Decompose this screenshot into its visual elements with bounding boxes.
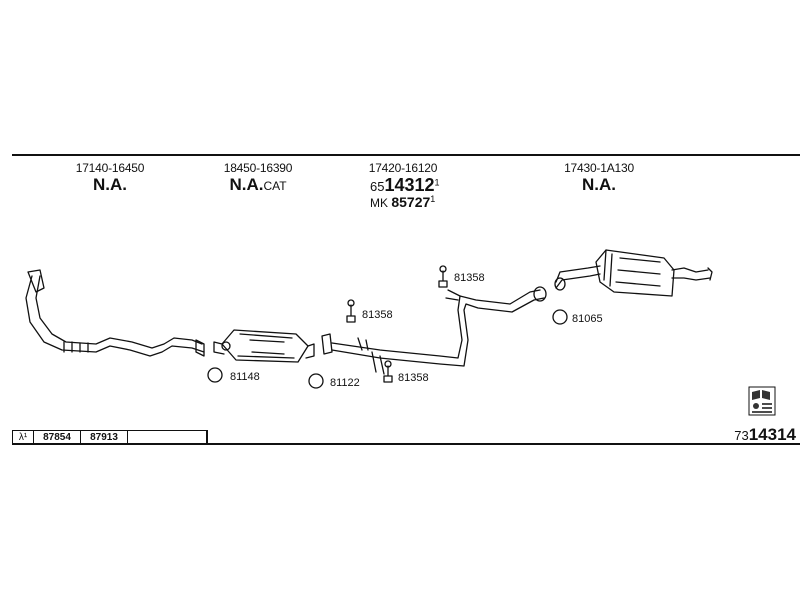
lambda-sensor-row: λ¹ 87854 87913 — [12, 430, 208, 444]
rear-silencer[interactable] — [554, 249, 713, 297]
ref-line-1-mark: 1 — [434, 177, 440, 188]
bottom-rule — [12, 443, 800, 445]
lambda-code-1[interactable]: 87854 — [34, 431, 81, 444]
ref-line-2-prefix: MK — [370, 196, 392, 210]
rubber-hanger-icon[interactable] — [346, 299, 356, 323]
ref-line-1-number: 14312 — [384, 175, 435, 195]
callout-81065: 81065 — [572, 313, 603, 325]
rubber-hanger-icon[interactable] — [438, 265, 448, 288]
lambda-symbol: λ¹ — [13, 431, 34, 444]
ref-line-1: 65143121 — [370, 175, 440, 196]
catalog-number: 7314314 — [734, 425, 796, 445]
callout-81358-lower: 81358 — [398, 372, 429, 384]
gasket-ring-icon[interactable] — [308, 373, 324, 389]
label-col2-text: N.A. — [229, 175, 264, 194]
top-rule — [12, 154, 800, 156]
part-number-col2: 18450-16390 — [223, 161, 293, 175]
part-number-col4: 17430-1A130 — [564, 161, 634, 175]
ref-line-2-mark: 1 — [430, 194, 436, 204]
catalog-main-number: 14314 — [748, 425, 796, 444]
ref-line-2-number: 85727 — [391, 194, 431, 210]
label-col4-text: N.A. — [582, 175, 616, 194]
label-col2: N.A.CAT — [193, 175, 323, 195]
front-pipe[interactable] — [25, 269, 205, 357]
rubber-hanger-icon[interactable] — [383, 360, 393, 383]
ref-line-2: MK 857271 — [370, 194, 435, 210]
center-pipe[interactable] — [321, 286, 547, 375]
callout-81148: 81148 — [230, 371, 260, 383]
label-col2-suffix: CAT — [263, 179, 287, 193]
part-number-col1: 17140-16450 — [75, 161, 145, 175]
catalytic-converter[interactable] — [213, 329, 315, 363]
lambda-code-2[interactable]: 87913 — [81, 431, 128, 444]
catalog-prefix: 73 — [734, 428, 749, 443]
callout-81358-upper: 81358 — [454, 272, 485, 284]
label-col1-text: N.A. — [93, 175, 127, 194]
label-col1: N.A. — [45, 175, 175, 195]
callout-81122: 81122 — [330, 377, 360, 389]
book-info-icon[interactable] — [748, 386, 776, 416]
gasket-ring-icon[interactable] — [552, 309, 568, 325]
callout-81358-center: 81358 — [362, 309, 393, 321]
gasket-ring-icon[interactable] — [207, 367, 223, 383]
lambda-code-3 — [128, 431, 207, 444]
part-number-col3: 17420-16120 — [368, 161, 438, 175]
ref-line-1-prefix: 65 — [370, 179, 385, 194]
label-col4: N.A. — [534, 175, 664, 195]
